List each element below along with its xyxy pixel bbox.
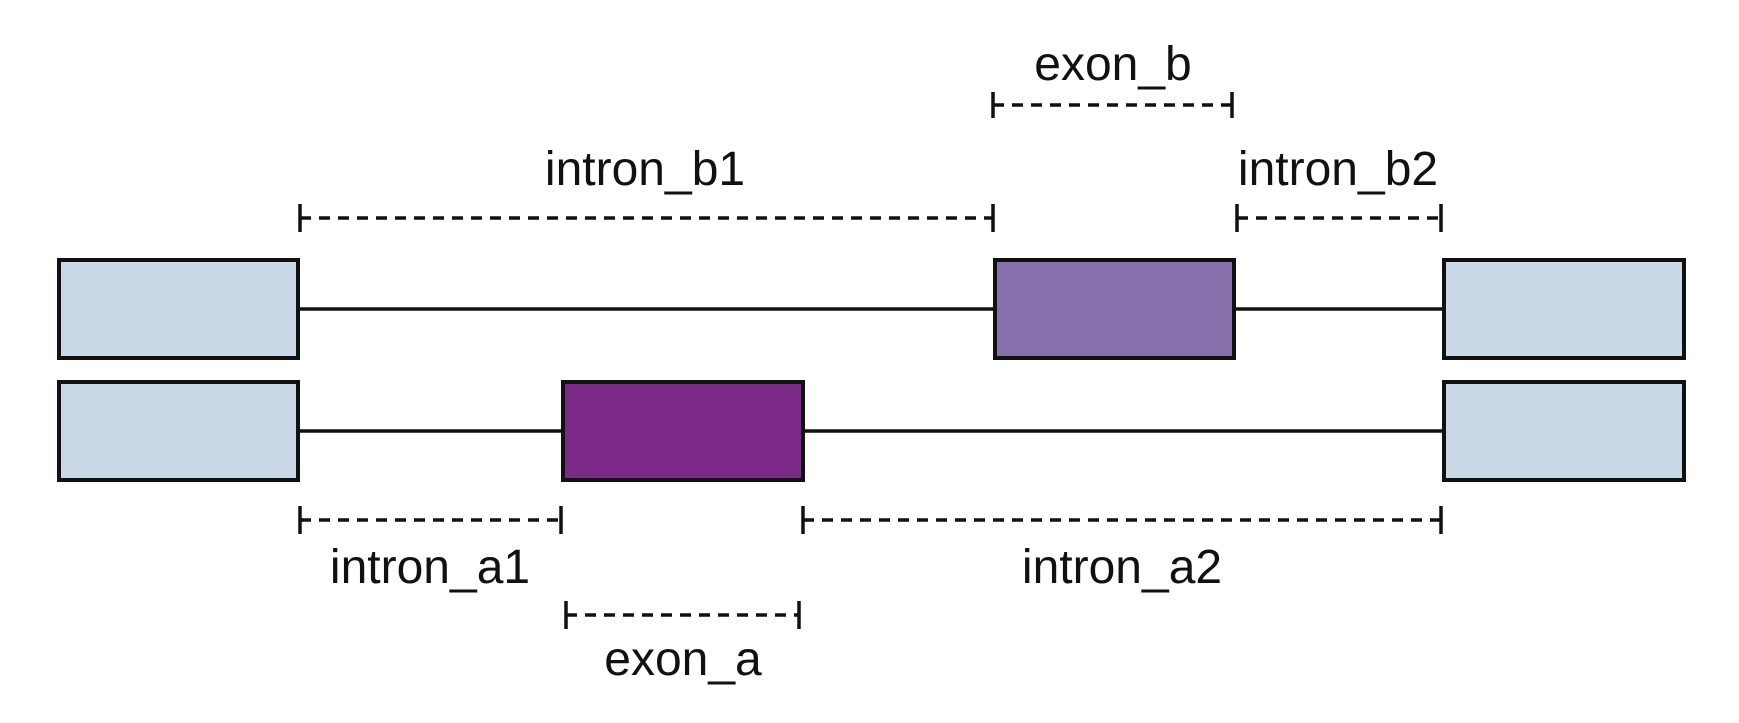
intron-b1-bracket [298,204,995,232]
transcript-a-downstream-exon [1442,380,1686,482]
exon-a-label: exon_a [604,633,762,686]
intron-a2-bracket [801,506,1443,534]
intron-a1-label: intron_a1 [330,541,530,594]
exon-b-bracket [991,92,1234,118]
intron-b2-bracket [1235,204,1443,232]
intron-a2-label: intron_a2 [1022,541,1222,594]
exon-a-bracket [564,601,801,629]
transcript-a [57,380,1686,482]
intron-b1-label: intron_b1 [545,143,745,196]
intron-a1-bracket [298,506,563,534]
transcript-b [57,258,1686,360]
intron-b2-label: intron_b2 [1238,143,1438,196]
transcript-b-upstream-exon [57,258,300,360]
transcript-a-upstream-exon [57,380,300,482]
exon-b-box [993,258,1236,360]
transcript-b-downstream-exon [1442,258,1686,360]
exon-a-box [561,380,805,482]
exon-b-label: exon_b [1034,38,1191,91]
